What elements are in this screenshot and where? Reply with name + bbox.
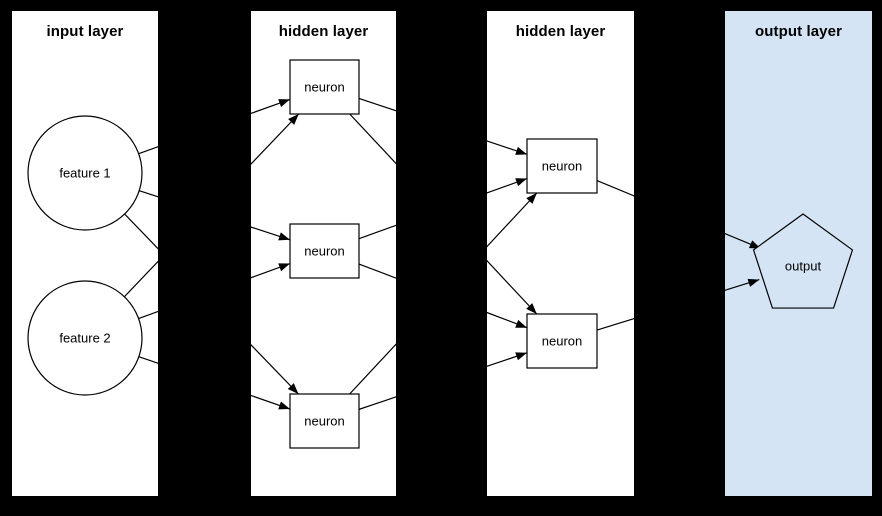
arrowhead-feature-2-to-hidden1-neuron-1 xyxy=(288,114,299,125)
arrowhead-feature-2-to-hidden1-neuron-3 xyxy=(278,401,290,410)
layer-title-hidden-layer-1: hidden layer xyxy=(278,23,369,40)
panel-graphics-input-layer xyxy=(27,115,158,396)
edge-feature-2-to-hidden1-neuron-1 xyxy=(123,260,158,298)
node-label-hidden1-neuron-1: neuron xyxy=(304,79,345,95)
edge-hidden2-neuron-2-to-output-node xyxy=(725,279,760,291)
layer-title-input-layer: input layer xyxy=(46,23,124,40)
edge-hidden2-neuron-1-to-output-node xyxy=(596,179,634,197)
edge-hidden1-neuron-3-to-hidden2-neuron-2 xyxy=(487,352,528,367)
arrowhead-hidden2-neuron-2-to-output-node xyxy=(747,278,760,287)
edge-hidden1-neuron-3-to-hidden2-neuron-1 xyxy=(349,343,396,395)
node-label-feature-2: feature 2 xyxy=(59,330,111,346)
layer-title-output-layer: output layer xyxy=(754,23,843,40)
arrowhead-hidden1-neuron-3-to-hidden2-neuron-1 xyxy=(526,193,537,204)
edge-hidden1-neuron-1-to-hidden2-neuron-2 xyxy=(349,113,396,165)
node-label-hidden1-neuron-3: neuron xyxy=(304,413,345,429)
layer-panel-hidden-layer-2: hidden layer neuron neuron xyxy=(487,11,634,496)
arrowhead-hidden1-neuron-3-to-hidden2-neuron-2 xyxy=(515,352,527,361)
node-label-hidden2-neuron-2: neuron xyxy=(541,333,583,349)
node-label-hidden1-neuron-2: neuron xyxy=(304,243,345,259)
edge-hidden1-neuron-3-to-hidden2-neuron-2 xyxy=(358,396,396,410)
edge-feature-2-to-hidden1-neuron-3 xyxy=(138,356,158,364)
edge-feature-1-to-hidden1-neuron-3 xyxy=(124,213,158,250)
node-label-feature-1: feature 1 xyxy=(59,165,111,181)
arrowhead-feature-1-to-hidden1-neuron-2 xyxy=(278,232,290,241)
panel-graphics-output-layer xyxy=(725,213,854,309)
edge-hidden1-neuron-1-to-hidden2-neuron-2 xyxy=(487,259,538,315)
edge-feature-1-to-hidden1-neuron-2 xyxy=(251,226,291,241)
edge-hidden1-neuron-1-to-hidden2-neuron-1 xyxy=(358,97,396,112)
edge-hidden1-neuron-2-to-hidden2-neuron-1 xyxy=(487,177,528,194)
edge-hidden1-neuron-2-to-hidden2-neuron-1 xyxy=(358,224,396,240)
edge-hidden2-neuron-1-to-output-node xyxy=(725,232,761,250)
edge-feature-2-to-hidden1-neuron-3 xyxy=(251,394,291,410)
edge-hidden1-neuron-1-to-hidden2-neuron-1 xyxy=(487,140,528,155)
layer-panel-output-layer: output layer output xyxy=(725,11,872,496)
panel-graphics-hidden-layer-2 xyxy=(487,138,634,369)
edge-hidden1-neuron-2-to-hidden2-neuron-2 xyxy=(487,311,528,329)
node-label-hidden2-neuron-1: neuron xyxy=(541,158,583,174)
edge-feature-1-to-hidden1-neuron-1 xyxy=(251,98,291,115)
arrowhead-hidden2-neuron-1-to-output-node xyxy=(748,240,761,249)
edge-feature-2-to-hidden1-neuron-2 xyxy=(251,262,291,279)
arrowhead-hidden1-neuron-2-to-hidden2-neuron-1 xyxy=(515,178,527,187)
edge-hidden2-neuron-2-to-output-node xyxy=(596,317,634,331)
edge-feature-1-to-hidden1-neuron-2 xyxy=(139,190,158,198)
edge-feature-2-to-hidden1-neuron-1 xyxy=(251,113,300,165)
node-label-output-node: output xyxy=(784,258,822,274)
edge-feature-1-to-hidden1-neuron-1 xyxy=(138,146,158,155)
layer-panel-hidden-layer-1: hidden layer neuron neuron neuron xyxy=(251,11,396,496)
layer-panel-input-layer: input layer feature 1 feature 2 xyxy=(12,11,158,496)
layer-title-hidden-layer-2: hidden layer xyxy=(515,23,606,40)
arrowhead-hidden1-neuron-1-to-hidden2-neuron-1 xyxy=(515,146,527,155)
arrowhead-feature-1-to-hidden1-neuron-3 xyxy=(287,383,299,394)
arrowhead-hidden1-neuron-1-to-hidden2-neuron-2 xyxy=(526,303,537,314)
edge-feature-1-to-hidden1-neuron-3 xyxy=(251,344,299,395)
edge-hidden1-neuron-2-to-hidden2-neuron-2 xyxy=(358,263,396,279)
edge-hidden1-neuron-3-to-hidden2-neuron-1 xyxy=(487,192,538,248)
arrowhead-feature-1-to-hidden1-neuron-1 xyxy=(278,99,290,108)
arrowhead-hidden1-neuron-2-to-hidden2-neuron-2 xyxy=(515,319,527,328)
arrowhead-feature-2-to-hidden1-neuron-2 xyxy=(278,263,290,272)
edge-feature-2-to-hidden1-neuron-2 xyxy=(138,310,158,320)
